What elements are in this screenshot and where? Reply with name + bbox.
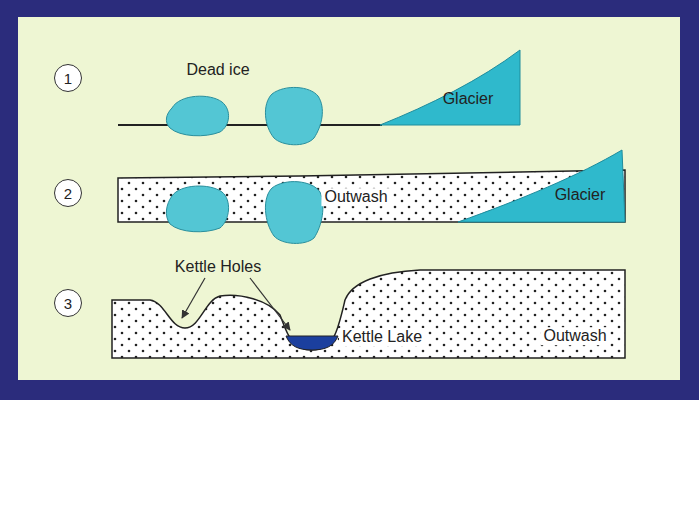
glacier <box>380 50 520 125</box>
step-circle: 2 <box>54 179 82 207</box>
callout-number: 3 <box>64 296 72 311</box>
feature-label: Kettle Holes <box>175 258 261 276</box>
dead-ice-block <box>265 87 322 144</box>
buried-ice-block <box>265 182 322 244</box>
region-label: Outwash <box>321 188 390 206</box>
region-label: Outwash <box>540 327 609 345</box>
panel-ground <box>18 17 680 380</box>
leader-arrow <box>182 278 205 318</box>
step-circle: 1 <box>54 64 82 92</box>
glacier <box>458 150 625 222</box>
callout-number: 1 <box>64 71 72 86</box>
outwash-plain <box>112 270 625 358</box>
ground-line <box>118 124 382 126</box>
step-circle: 3 <box>54 289 82 317</box>
outwash-texture <box>112 270 625 358</box>
kettle-lake-water <box>286 336 338 350</box>
dead-ice-block <box>166 96 228 136</box>
region-label: Glacier <box>443 90 494 108</box>
feature-label: Kettle Lake <box>339 328 425 346</box>
region-label: Dead ice <box>186 61 249 79</box>
leader-arrow <box>250 278 290 330</box>
region-label: Glacier <box>555 186 606 204</box>
callout-number: 2 <box>64 186 72 201</box>
frame <box>0 0 699 400</box>
buried-ice-block <box>166 186 228 232</box>
